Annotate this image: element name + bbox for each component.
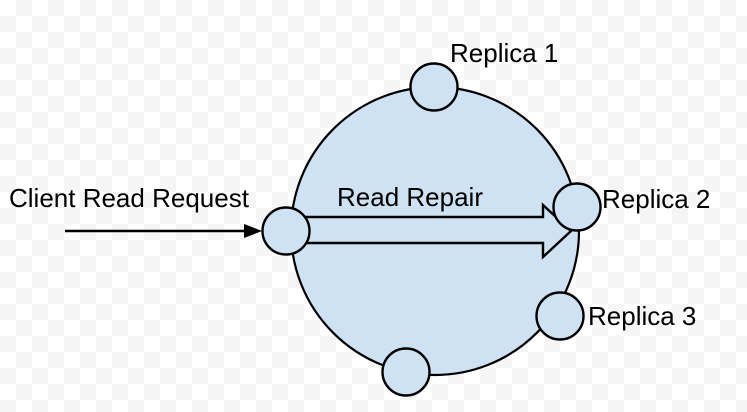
node-left (261, 206, 311, 256)
read-repair-label: Read Repair (337, 182, 483, 212)
client-request-arrow (65, 224, 262, 238)
read-repair-arrow (300, 202, 573, 260)
node-replica-3 (535, 291, 585, 341)
node-replica-1 (409, 62, 459, 112)
replica-3-label: Replica 3 (588, 301, 696, 331)
client-request-label: Client Read Request (9, 183, 250, 213)
node-bottom (381, 347, 431, 397)
client-request-arrowhead-icon (244, 224, 262, 238)
replica-1-label: Replica 1 (450, 38, 558, 68)
node-replica-2 (552, 182, 602, 232)
replica-2-label: Replica 2 (602, 184, 710, 214)
